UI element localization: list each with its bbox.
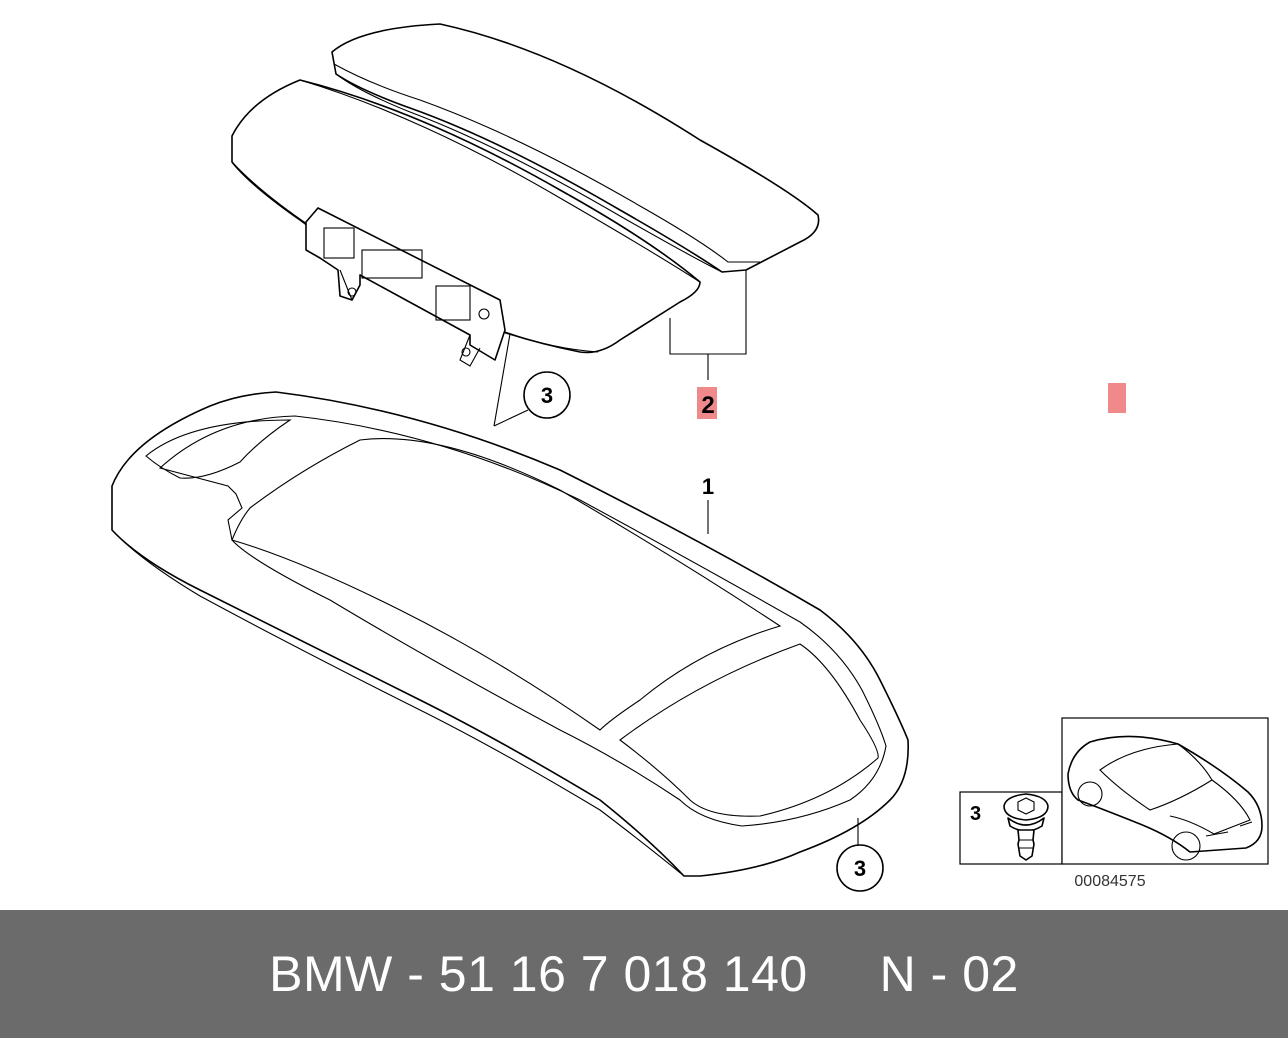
callout-3-upper: 3 <box>541 383 553 408</box>
unlabeled-highlight-marker <box>1108 383 1126 413</box>
part-number-caption: BMW - 51 16 7 018 140 N - 02 <box>269 946 1019 1002</box>
screw-icon <box>1003 793 1049 861</box>
callout-2: 2 <box>701 392 714 419</box>
callout-2-bracket <box>669 270 747 380</box>
callout-1: 1 <box>702 474 714 499</box>
hinge-mechanism <box>305 207 506 367</box>
inset-car-box <box>1061 717 1269 865</box>
parts-diagram: 3 3 1 2 3 00084575 <box>111 23 1269 892</box>
callout-3-lower-circle <box>836 844 884 892</box>
image-number: 00084575 <box>1074 873 1145 890</box>
car-icon <box>1067 735 1263 861</box>
footer-bar: BMW - 51 16 7 018 140 N - 02 <box>0 910 1288 1038</box>
callout-3-upper-leader <box>493 333 529 427</box>
callout-3-upper-circle <box>523 371 571 419</box>
inset-screw-box: 3 <box>959 791 1063 865</box>
armrest-lid-upper <box>331 23 820 273</box>
armrest-frame <box>111 391 909 877</box>
callout-2-highlight <box>697 387 717 419</box>
callout-3-lower: 3 <box>854 856 866 881</box>
inset-callout-3: 3 <box>970 803 981 825</box>
